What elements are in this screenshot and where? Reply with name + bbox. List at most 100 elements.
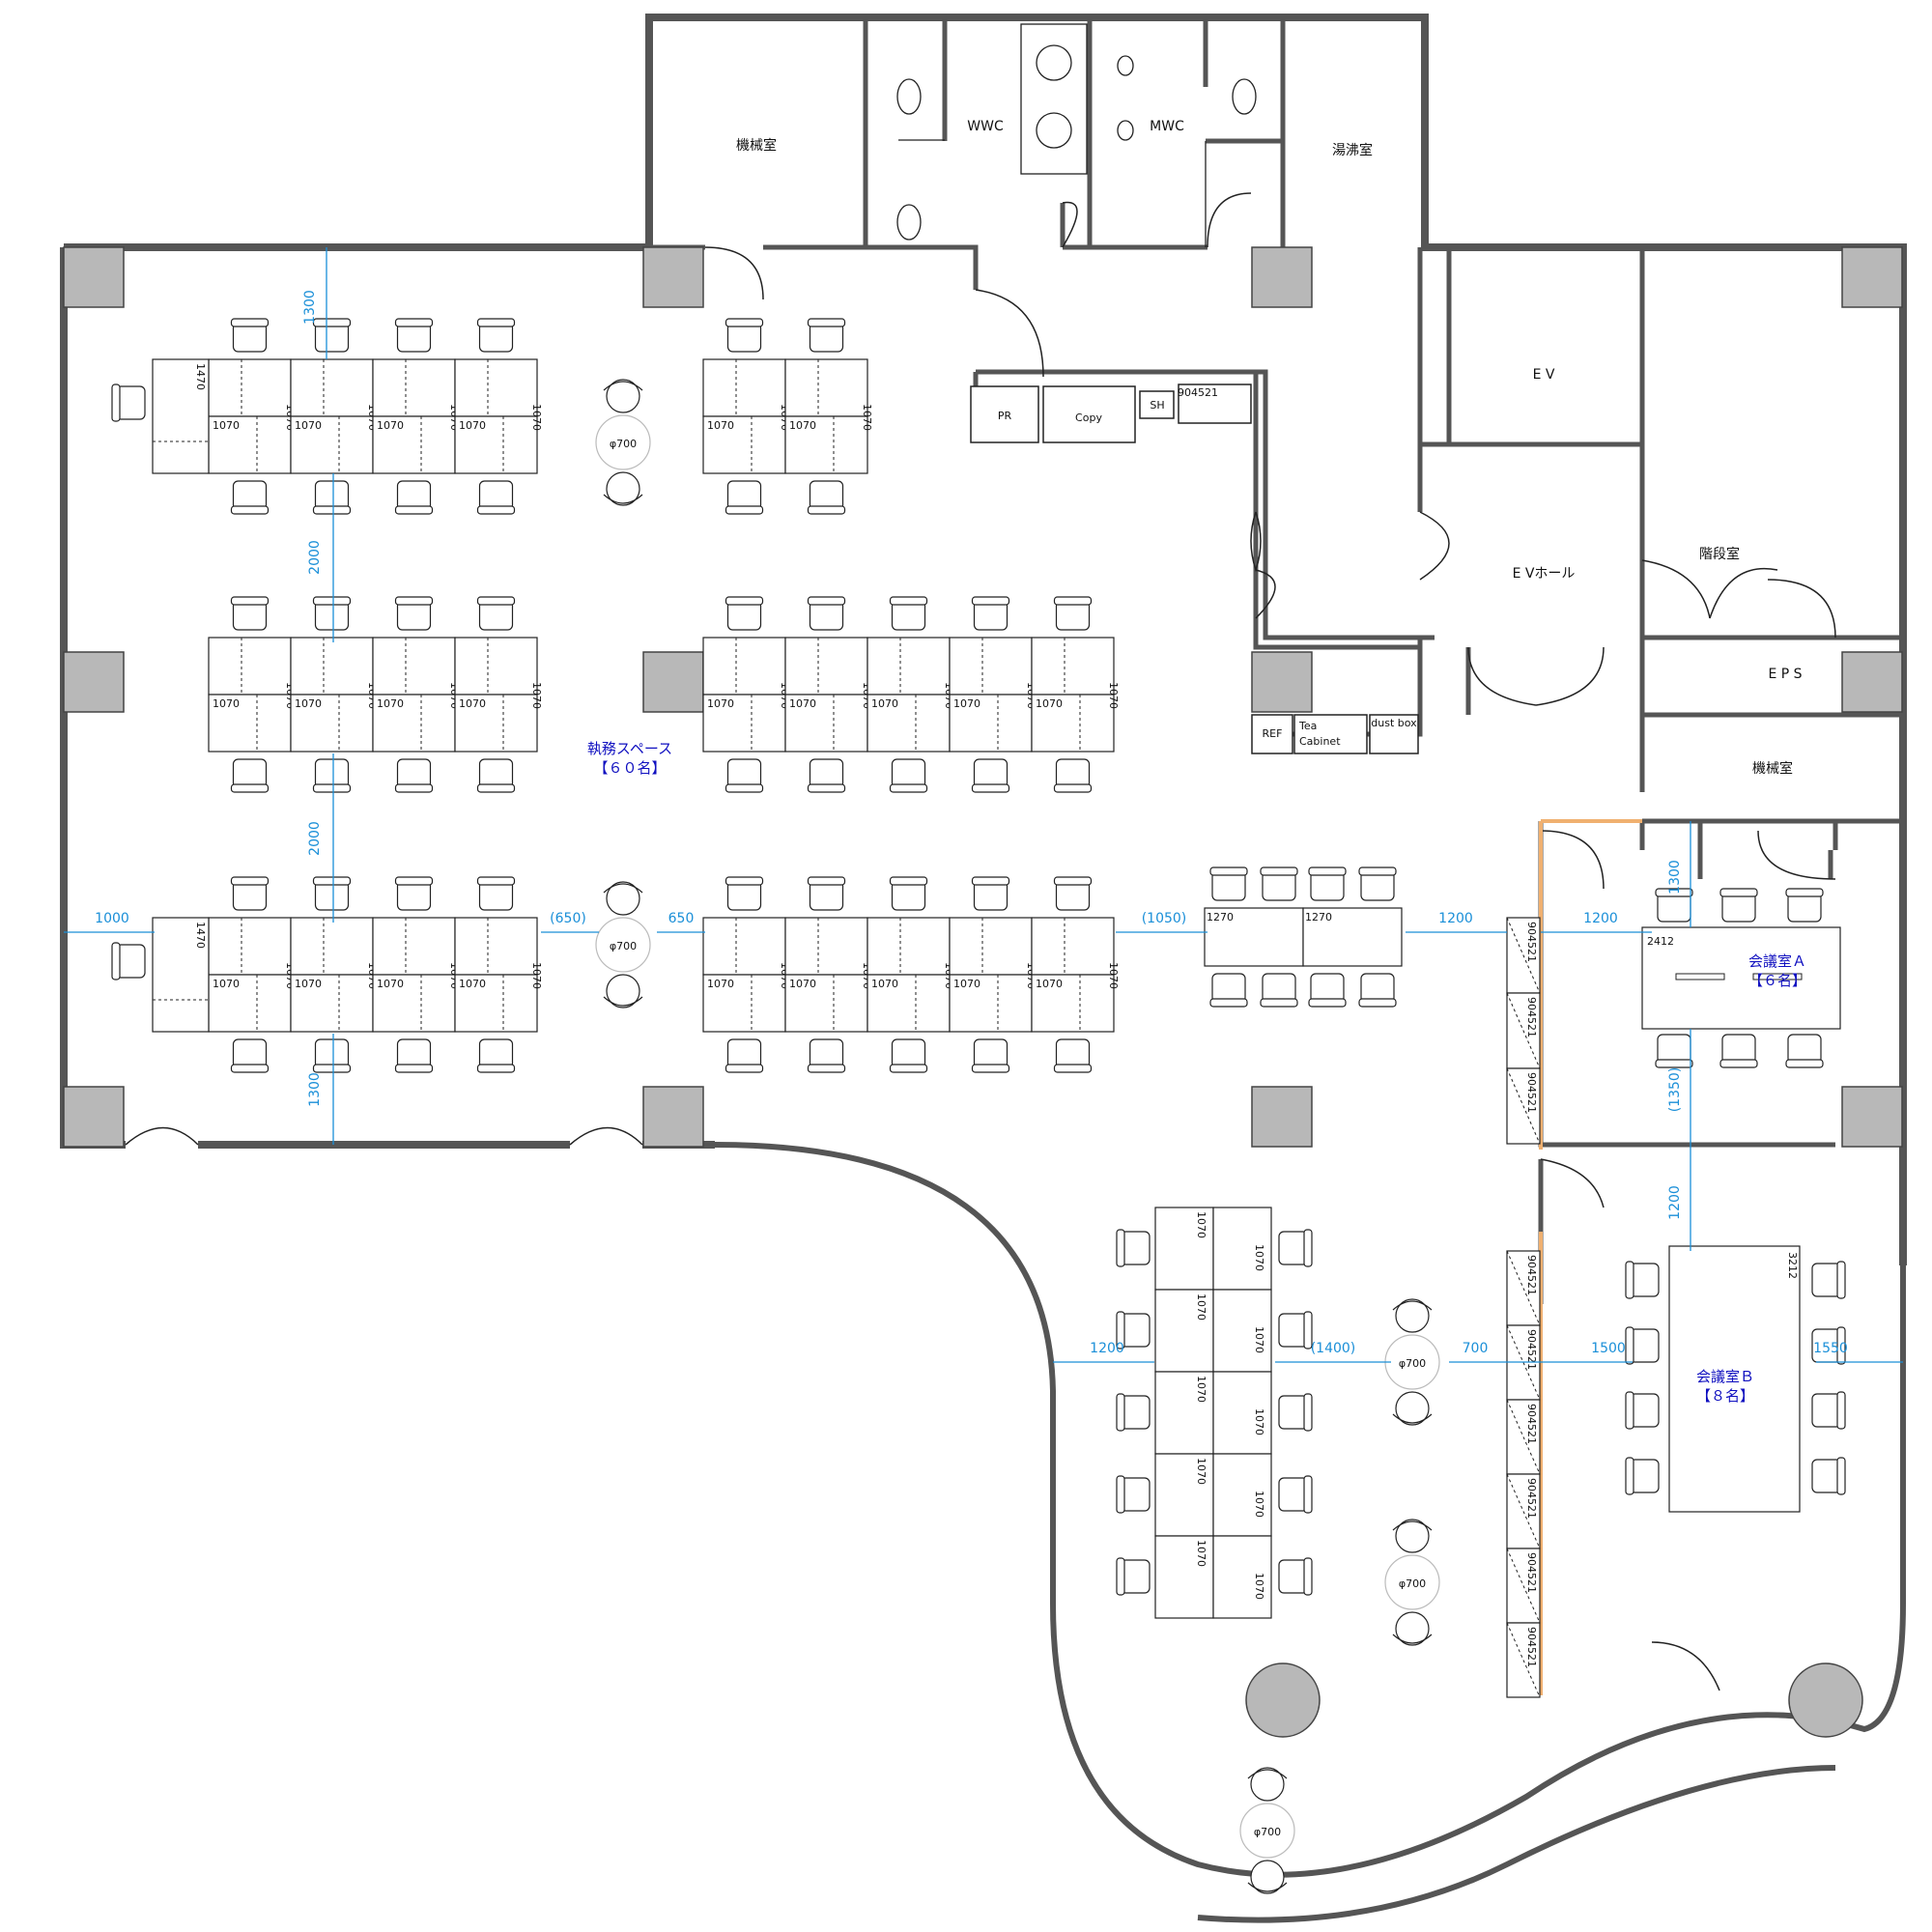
room-kitchenette: 湯沸室	[1332, 142, 1373, 158]
desk	[208, 637, 292, 696]
desk	[702, 694, 786, 753]
shredder-label: SH	[1150, 399, 1164, 412]
desk-size-label: 1070	[295, 978, 322, 990]
desk	[454, 358, 538, 417]
desk-size-label: 1070	[789, 697, 816, 710]
room-mech-1: 機械室	[736, 137, 777, 154]
desk	[454, 694, 538, 753]
manager-chair	[111, 384, 146, 422]
desk	[949, 917, 1033, 976]
chair	[476, 1038, 516, 1073]
room-mech-2: 機械室	[1752, 760, 1793, 777]
chair	[1625, 1391, 1660, 1430]
desk	[290, 974, 374, 1033]
meeting-room-b-label: 会議室Ｂ	[1696, 1368, 1754, 1385]
desk	[1154, 1289, 1214, 1373]
desk	[1031, 694, 1115, 753]
equipment	[970, 384, 1419, 754]
chair	[1625, 1326, 1660, 1365]
chair	[889, 596, 928, 631]
desk-size-label: 1270	[1207, 911, 1234, 923]
doors	[125, 192, 1836, 1691]
round-table	[595, 917, 651, 973]
desk	[784, 637, 868, 696]
work-space-capacity: 【６０名】	[593, 759, 666, 777]
desk	[1031, 974, 1115, 1033]
chair	[312, 876, 352, 911]
table-1270	[1302, 907, 1403, 967]
round-chair	[603, 974, 643, 1009]
desk-size-label: 1070	[707, 978, 734, 990]
chair	[1116, 1475, 1151, 1514]
table-1270	[1204, 907, 1304, 967]
ref-label: REF	[1263, 727, 1283, 740]
desk	[1212, 1535, 1272, 1619]
desk-size-label: 1070	[871, 978, 898, 990]
desk	[454, 974, 538, 1033]
desk	[290, 694, 374, 753]
desk	[784, 358, 868, 417]
desk	[784, 694, 868, 753]
dim-1300-bottom: 1300	[307, 1072, 323, 1107]
chair	[230, 480, 270, 515]
meeting-table-b	[1668, 1245, 1801, 1513]
desk-size-label: 904521	[1525, 997, 1538, 1037]
dust-box-label: dust box	[1371, 717, 1417, 729]
restroom-fixtures	[896, 23, 1257, 247]
meeting-room-a-capacity: 【６名】	[1748, 972, 1806, 989]
chair	[312, 1038, 352, 1073]
round-table-label: φ700	[1399, 1577, 1426, 1590]
dim-650: 650	[668, 911, 695, 926]
desk	[867, 917, 951, 976]
chair	[1116, 1557, 1151, 1596]
chair	[1209, 867, 1248, 901]
desk-size-label: 904521	[1525, 1072, 1538, 1113]
dim-2000-b: 2000	[307, 821, 323, 856]
glass-partitions	[1539, 819, 1642, 1695]
desk	[1212, 1207, 1272, 1291]
dim-1300-top: 1300	[302, 290, 318, 325]
dim-1200-c: 1200	[1667, 1185, 1683, 1220]
desk-size-label: 1070	[213, 419, 240, 432]
desk-size-label: 1470	[194, 363, 207, 390]
chair	[230, 876, 270, 911]
chair	[312, 596, 352, 631]
room-ev: E V	[1533, 367, 1555, 383]
round-chair	[1392, 1519, 1433, 1553]
dim-1550: 1550	[1813, 1341, 1848, 1356]
counter-walls	[976, 369, 1420, 650]
round-table	[1239, 1803, 1295, 1859]
desk	[290, 415, 374, 474]
chair	[476, 480, 516, 515]
chair	[1053, 876, 1093, 911]
desk-size-label: 904521	[1525, 1329, 1538, 1370]
dim-1350-paren: (1350)	[1667, 1067, 1683, 1113]
desk-size-label: 1070	[213, 978, 240, 990]
desk-size-label: 1070	[1036, 697, 1063, 710]
chair	[1655, 1034, 1693, 1068]
chair	[312, 480, 352, 515]
chair	[1625, 1261, 1660, 1299]
desk-size-label: 904521	[1525, 922, 1538, 962]
chair	[1278, 1557, 1313, 1596]
desk-size-label: 1070	[789, 978, 816, 990]
desk	[949, 637, 1033, 696]
desk	[208, 917, 292, 976]
chair	[394, 1038, 434, 1073]
chair	[1719, 888, 1758, 923]
columns	[63, 246, 1903, 1738]
chair	[807, 876, 846, 911]
printer-label: PR	[998, 410, 1012, 422]
desk	[372, 637, 456, 696]
manager-chair	[111, 942, 146, 980]
chair	[1278, 1475, 1313, 1514]
chair	[1811, 1261, 1846, 1299]
room-ev-hall: E Vホール	[1513, 566, 1576, 582]
desk-size-label: 904521	[1525, 1404, 1538, 1444]
desk-size-label: 1070	[1195, 1293, 1208, 1321]
desk-size-label: 1070	[1195, 1376, 1208, 1403]
chair	[724, 480, 764, 515]
chair	[312, 318, 352, 353]
